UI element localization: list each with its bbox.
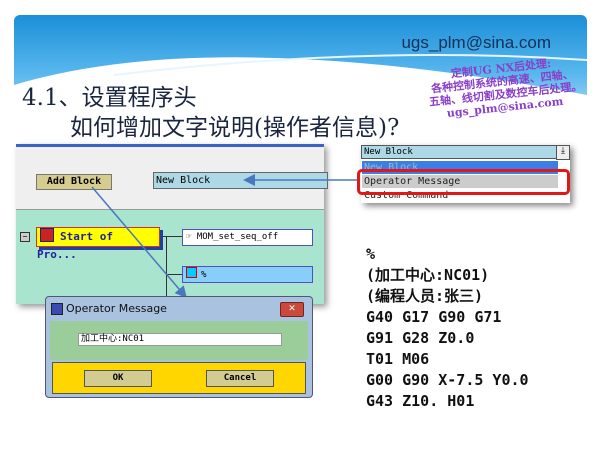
dropdown-item[interactable]: Custom Command	[364, 190, 449, 201]
code-line: G43 Z10. H01	[366, 392, 475, 410]
tree-panel	[16, 209, 324, 306]
code-line: (加工中心:NC01)	[366, 266, 490, 284]
slide-subtitle: 如何增加文字说明(操作者信息)?	[70, 115, 400, 141]
dropdown-selected[interactable]: New Block	[361, 145, 560, 159]
operator-message-dialog: Operator Message ✕ 加工中心:NC01 OK Cancel	[45, 296, 313, 398]
tree-node-label: MOM_set_seq_off	[196, 232, 279, 242]
code-line: T01 M06	[366, 350, 430, 368]
dialog-title: Operator Message	[66, 302, 167, 315]
code-line: (编程人员:张三)	[366, 287, 484, 305]
cube-icon	[186, 267, 197, 278]
message-input[interactable]: 加工中心:NC01	[78, 333, 282, 346]
dialog-icon	[51, 303, 63, 315]
hand-icon: ☞	[186, 232, 197, 242]
cancel-button[interactable]: Cancel	[206, 370, 274, 387]
program-icon	[40, 228, 54, 242]
dropdown-item[interactable]: Operator Message	[362, 175, 558, 188]
code-line: G40 G17 G90 G71	[366, 308, 502, 326]
close-button[interactable]: ✕	[280, 302, 304, 317]
code-line: G91 G28 Z0.0	[366, 329, 475, 347]
nc-code-sample: % (加工中心:NC01) (编程人员:张三) G40 G17 G90 G71 …	[366, 244, 529, 412]
tree-node-label: %	[201, 270, 207, 280]
tree-node[interactable]: ☞ MOM_set_seq_off	[182, 229, 313, 246]
wave-decoration	[14, 54, 587, 115]
tree-root-start-of-program[interactable]: Start of Pro...	[36, 227, 160, 261]
tree-node[interactable]: %	[182, 266, 313, 283]
tree-root-label: Start of Pro...	[37, 230, 113, 261]
header-email: ugs_plm@sina.com	[401, 33, 551, 52]
dropdown-arrow-icon[interactable]: ⤓	[556, 145, 570, 160]
code-line: G00 G90 X-7.5 Y0.0	[366, 371, 529, 389]
collapse-icon[interactable]: −	[20, 232, 30, 242]
slide-title: 4.1、设置程序头	[22, 85, 197, 111]
highlight-box	[357, 169, 570, 195]
header-banner: ugs_plm@sina.com	[14, 15, 587, 115]
code-line: %	[366, 245, 376, 263]
top-bar	[16, 144, 324, 147]
ok-button[interactable]: OK	[84, 370, 152, 387]
add-block-button[interactable]: Add Block	[36, 174, 112, 190]
